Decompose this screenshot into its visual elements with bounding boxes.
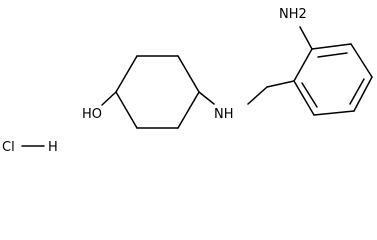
benzene-bond-6 <box>293 80 315 116</box>
bond-nh-ch2 <box>247 86 268 105</box>
bond-c1-oh <box>101 91 117 106</box>
ring-bond-c6-c1 <box>115 91 138 129</box>
benzene-ring <box>293 43 373 116</box>
ring-bond-c1-c2 <box>115 55 138 93</box>
bond-ring-nh2 <box>299 26 313 50</box>
hcl-hydrogen-label: H <box>48 140 58 155</box>
benzene-double-bond-3 <box>301 82 318 108</box>
benzene-bond-4 <box>353 76 373 112</box>
cyclohexane-ring <box>115 55 200 129</box>
benzene-bond-5 <box>313 110 355 116</box>
benzene-double-bond-1 <box>317 52 348 58</box>
benzene-bond-3 <box>350 43 373 78</box>
benzene-double-bond-2 <box>349 78 365 105</box>
hcl-chlorine-label: Cl <box>2 140 15 155</box>
aniline-nh2-label: NH2 <box>279 7 307 22</box>
ring-bond-c4-c5 <box>177 91 200 129</box>
bond-c4-nh <box>198 91 215 105</box>
ring-bond-c3-c4 <box>177 55 200 93</box>
molecule-diagram: HO NH NH2 Cl H <box>2 7 373 155</box>
structure-canvas: HO NH NH2 Cl H <box>2 7 373 155</box>
hydroxyl-label: HO <box>82 107 102 122</box>
benzene-bond-1 <box>293 48 313 82</box>
amine-nh-label: NH <box>214 107 234 122</box>
bond-ch2-ring <box>266 80 295 88</box>
benzene-bond-2 <box>311 43 352 50</box>
